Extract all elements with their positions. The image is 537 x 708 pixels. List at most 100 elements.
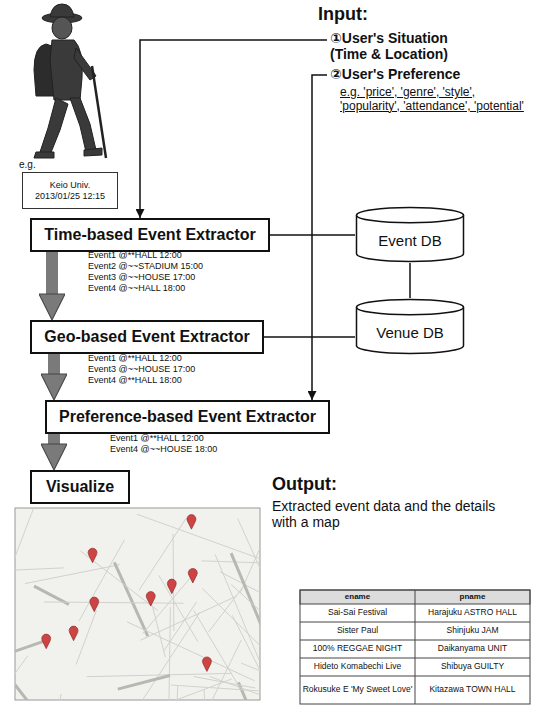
table-cell: Harajuku ASTRO HALL — [417, 608, 528, 618]
node-label: Geo-based Event Extractor — [44, 328, 249, 346]
process-box: Visualize — [30, 470, 130, 504]
event-entry: Event3 @~~HOUSE 17:00 — [88, 272, 195, 282]
table-header-cell: ename — [302, 592, 413, 601]
map-road — [15, 656, 28, 700]
walking-stick — [92, 66, 106, 158]
connector-line — [270, 234, 355, 236]
map-pin — [69, 626, 78, 641]
node-label: Preference-based Event Extractor — [59, 408, 316, 426]
event-entry: Event3 @~~HOUSE 17:00 — [88, 364, 195, 374]
situation-example-box: e.g.Keio Univ. 2013/01/25 12:15 — [22, 172, 118, 209]
preference-input-arrow — [312, 75, 327, 400]
map-road — [201, 561, 260, 563]
map-road — [202, 589, 260, 671]
map-road — [204, 690, 207, 700]
preference-examples: e.g. 'price', 'genre', 'style', 'popular… — [340, 86, 530, 114]
map-road — [79, 540, 124, 621]
leg-front — [70, 98, 96, 152]
map-road — [194, 610, 255, 700]
map-road — [232, 615, 260, 700]
situation-input-arrow — [140, 40, 327, 218]
map-pin — [146, 592, 155, 607]
map-pin — [187, 515, 196, 530]
connector-line — [264, 336, 355, 338]
cylinder-top — [357, 208, 464, 223]
node-label: Time-based Event Extractor — [44, 226, 255, 244]
map-road — [164, 602, 197, 651]
map-background — [15, 508, 260, 700]
example-tag: e.g. — [19, 159, 36, 170]
map-road — [15, 685, 49, 700]
map-pin — [188, 568, 197, 583]
table-cell: Kitazawa TOWN HALL — [417, 685, 528, 695]
map-pin — [88, 548, 97, 563]
map-road — [87, 673, 231, 676]
output-description: Extracted event data and the details wit… — [272, 498, 502, 530]
map-road — [175, 685, 177, 700]
leg-back — [40, 98, 68, 155]
map-road — [127, 622, 255, 681]
table-cell: Sister Paul — [302, 626, 413, 636]
map-road — [15, 568, 64, 575]
map-road — [171, 685, 260, 694]
table-cell: Shibuya GUILTY — [417, 662, 528, 672]
database-cylinder: Event DB — [355, 206, 465, 263]
event-entry: Event1 @**HALL 12:00 — [110, 433, 204, 443]
event-entry: Event4 @~~HOUSE 18:00 — [110, 444, 217, 454]
map-road — [76, 610, 96, 664]
table-cell: Sai-Sai Festival — [302, 608, 413, 618]
map-road — [118, 675, 170, 689]
head — [52, 17, 72, 39]
map-pin — [90, 597, 99, 612]
map-road — [15, 640, 47, 651]
table-column-line — [415, 590, 416, 704]
map-roads — [15, 508, 260, 700]
flow-arrow — [46, 252, 58, 294]
node-label: Venue DB — [376, 324, 444, 341]
node-label: Event DB — [378, 232, 441, 249]
map-pin — [42, 634, 51, 649]
section-heading: Output: — [272, 474, 337, 495]
map-road — [169, 607, 171, 700]
node-label: Visualize — [46, 478, 114, 496]
map-road — [231, 584, 260, 637]
input-item: ①User's Situation (Time & Location) — [330, 30, 480, 62]
process-box: Preference-based Event Extractor — [45, 400, 330, 434]
table-border — [300, 590, 530, 704]
node-label: Keio Univ. 2013/01/25 12:15 — [30, 180, 110, 201]
database-cylinder: Venue DB — [355, 298, 465, 355]
map-road — [38, 694, 61, 700]
event-entry: Event1 @**HALL 12:00 — [88, 250, 182, 260]
connector-line — [409, 263, 411, 298]
result-table — [300, 590, 530, 704]
hiker-figure — [34, 4, 102, 158]
table-cell: Shinjuku JAM — [417, 626, 528, 636]
event-entry: Event4 @~~HALL 18:00 — [88, 283, 185, 293]
flow-arrow — [48, 434, 60, 444]
event-entry: Event4 @**HALL 18:00 — [88, 375, 182, 385]
map-pin — [202, 657, 211, 672]
table-cell: Rokusuke E 'My Sweet Love' — [302, 685, 413, 695]
table-cell: 100% REGGAE NIGHT — [302, 644, 413, 654]
map-road — [15, 508, 34, 562]
event-entry: Event2 @~~STADIUM 15:00 — [88, 261, 203, 271]
cylinder-top — [357, 300, 464, 315]
process-box: Geo-based Event Extractor — [30, 320, 264, 354]
boot — [34, 152, 54, 158]
boot — [84, 148, 102, 156]
section-heading: Input: — [318, 4, 368, 25]
event-entry: Event1 @**HALL 12:00 — [88, 353, 182, 363]
map-pin — [167, 579, 176, 594]
map-road — [137, 514, 260, 562]
input-item: ②User's Preference — [330, 66, 460, 82]
flow-arrow — [48, 354, 60, 374]
table-cell: Hideto Komabechi Live — [302, 662, 413, 672]
torso — [50, 40, 82, 100]
map-road — [44, 602, 184, 603]
map-road — [209, 584, 246, 632]
table-header-cell: pname — [417, 592, 528, 601]
process-box: Time-based Event Extractor — [30, 218, 270, 252]
map-road — [240, 550, 259, 593]
map-road — [143, 572, 195, 633]
